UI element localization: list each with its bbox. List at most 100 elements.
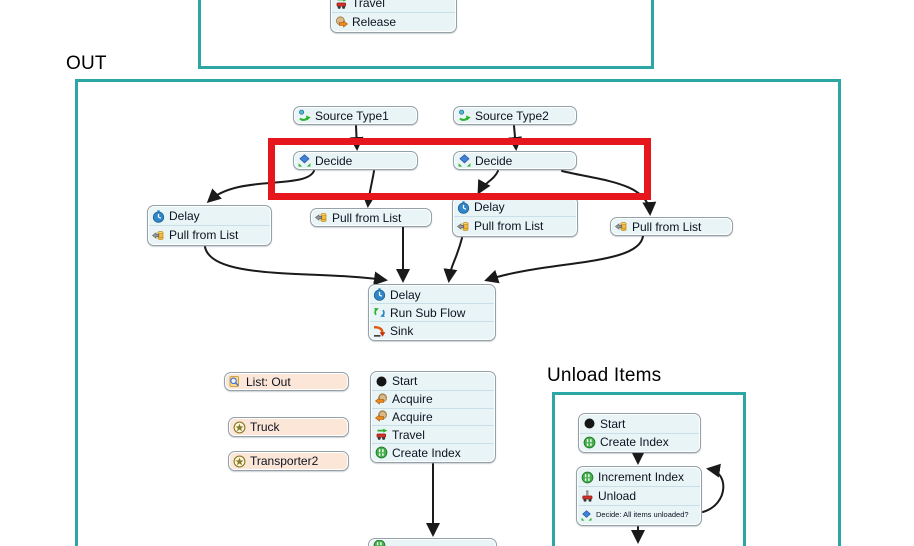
node-truck[interactable]: Truck: [228, 417, 349, 437]
activity-label: Acquire: [392, 409, 433, 424]
activity-acquire[interactable]: Acquire: [372, 389, 494, 408]
activity-pull[interactable]: Pull from List: [312, 210, 430, 225]
activity-list[interactable]: List: Out: [226, 374, 347, 389]
node-transporter2[interactable]: Transporter2: [228, 451, 349, 471]
activity-label: Delay: [169, 209, 200, 223]
node-body: Source Type1: [295, 108, 416, 123]
unload-items-heading: Unload Items: [547, 365, 662, 386]
createindex-icon: [581, 471, 594, 483]
activity-label: Decide: [315, 153, 353, 168]
start-icon: [584, 418, 595, 429]
activity-label: Create Index: [392, 445, 461, 460]
activity-label: Start: [392, 374, 418, 389]
activity-source[interactable]: Source Type2: [455, 108, 575, 123]
activity-pull[interactable]: Pull from List: [454, 216, 576, 235]
source-icon: [459, 109, 471, 121]
list-icon: [229, 376, 239, 387]
activity-createindex[interactable]: Create Index: [580, 432, 699, 452]
activity-label: Release: [352, 15, 397, 29]
container-unload-items[interactable]: [552, 392, 746, 546]
activity-label: Source Type2: [475, 108, 549, 123]
activity-label: Decide: [475, 153, 513, 168]
activity-pull[interactable]: Pull from List: [149, 225, 270, 244]
activity-travel[interactable]: Travel: [372, 425, 494, 443]
delay-icon: [152, 209, 165, 223]
node-body: Pull from List: [612, 219, 731, 234]
activity-pull[interactable]: Pull from List: [612, 219, 731, 234]
source-icon: [299, 109, 311, 121]
activity-createindex[interactable]: Create Index: [372, 443, 494, 461]
node-body: Truck: [230, 419, 347, 435]
activity-label: Unload: [598, 489, 637, 503]
decide-icon: [581, 509, 592, 521]
activity-runsub[interactable]: Run Sub Flow: [370, 303, 494, 321]
activity-createindex[interactable]: [370, 540, 495, 546]
node-body: Transporter2: [230, 453, 347, 469]
runsub-icon: [374, 307, 385, 318]
activity-delay[interactable]: Delay: [454, 198, 576, 216]
activity-decide[interactable]: Decide: All items unloaded?: [578, 505, 700, 524]
node-source-type1[interactable]: Source Type1: [293, 106, 418, 125]
activity-sink[interactable]: Sink: [370, 321, 494, 339]
activity-acquire[interactable]: Acquire: [372, 407, 494, 426]
activity-label: Pull from List: [332, 210, 402, 225]
resource-icon: [233, 455, 246, 467]
createindex-icon: [373, 540, 386, 546]
activity-createindex[interactable]: Increment Index: [578, 468, 700, 486]
node-bottom-partial[interactable]: [368, 538, 497, 546]
activity-start[interactable]: Start: [580, 415, 699, 433]
node-decide2[interactable]: Decide: [453, 151, 577, 170]
out-heading: OUT: [66, 53, 107, 74]
activity-resource[interactable]: Transporter2: [230, 453, 347, 469]
activity-label: Travel: [392, 427, 425, 442]
node-decide1[interactable]: Decide: [293, 151, 418, 170]
container-top[interactable]: [198, 0, 654, 69]
activity-label: Truck: [250, 420, 280, 434]
activity-label: Increment Index: [598, 470, 685, 484]
travel-icon: [376, 428, 388, 441]
activity-label: Pull from List: [632, 219, 702, 234]
activity-travel[interactable]: Travel: [332, 0, 455, 12]
activity-resource[interactable]: Truck: [230, 419, 347, 435]
node-body: Source Type2: [455, 108, 575, 123]
activity-release[interactable]: Release: [332, 12, 455, 31]
activity-source[interactable]: Source Type1: [295, 108, 416, 123]
start-icon: [376, 376, 387, 387]
activity-decide[interactable]: Decide: [295, 153, 416, 168]
pull-icon: [152, 230, 164, 240]
activity-decide[interactable]: Decide: [455, 153, 575, 168]
node-list-out[interactable]: List: Out: [224, 372, 349, 391]
activity-label: Start: [600, 416, 626, 431]
node-pull-right[interactable]: Pull from List: [610, 217, 733, 236]
unload-icon: [582, 489, 593, 502]
activity-unload[interactable]: Unload: [578, 486, 700, 505]
pull-icon: [615, 222, 627, 231]
activity-label: Sink: [390, 323, 414, 338]
activity-label: Delay: [390, 287, 421, 302]
activity-start[interactable]: Start: [372, 373, 494, 390]
activity-label: Run Sub Flow: [390, 305, 466, 320]
node-source-type2[interactable]: Source Type2: [453, 106, 577, 125]
createindex-icon: [583, 436, 596, 449]
activity-label: Create Index: [600, 435, 669, 450]
activity-label: Pull from List: [474, 219, 544, 233]
container-out[interactable]: [75, 79, 841, 546]
activity-label: Pull from List: [169, 228, 239, 242]
activity-label: Acquire: [392, 392, 433, 407]
activity-label: Delay: [474, 200, 505, 214]
node-pull-mid[interactable]: Pull from List: [310, 208, 432, 227]
delay-icon: [373, 288, 386, 301]
pull-icon: [457, 221, 469, 231]
activity-delay[interactable]: Delay: [149, 207, 270, 225]
activity-delay[interactable]: Delay: [370, 286, 494, 303]
acquire-icon: [375, 410, 387, 423]
